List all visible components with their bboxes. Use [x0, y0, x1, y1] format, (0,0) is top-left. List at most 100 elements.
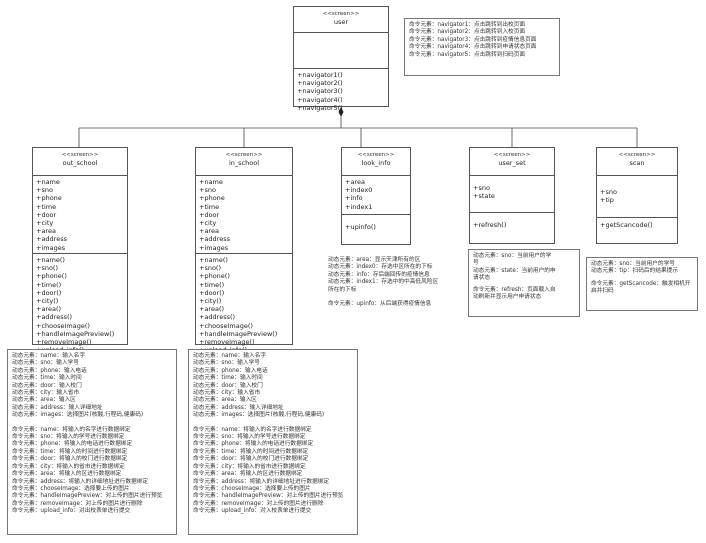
note-line: 命令元素：navigator5：点击跳转到扫码页面: [409, 51, 526, 58]
note-line: 动刷新并显示用户申请状态: [473, 294, 542, 301]
operation: +navigator4(): [297, 95, 343, 104]
note-line: 命令元素：name：将输入的名字进行数据绑定: [12, 426, 131, 433]
operation: +phone(): [199, 272, 230, 281]
class-header: <<screen>> in_school: [196, 148, 292, 176]
note-line: 命令元素：chooseImage：选择要上传的图片: [193, 485, 311, 492]
note-line: 命令元素：navigator2：点击跳转到入校页面: [409, 29, 526, 36]
operation: +phone(): [36, 272, 67, 281]
attributes-compartment: +sno +tip: [597, 176, 677, 218]
attribute: +door: [36, 210, 57, 219]
stereotype-label: <<screen>>: [322, 11, 360, 17]
stereotype-label: <<screen>>: [225, 152, 263, 158]
note-line: 命令元素：city：将输入的省市进行数据绑定: [193, 463, 306, 470]
class-look-info: <<screen>> look_info +area +index0 +info…: [341, 147, 411, 245]
operation: +sno(): [199, 264, 222, 273]
composition-diamond-icon: [338, 107, 344, 117]
operation: +address(): [199, 313, 236, 322]
attributes-compartment: +sno +state: [470, 176, 554, 213]
note-line: 动态元素：state：当前用户的申: [473, 267, 556, 274]
note-line: 动态元素：name：输入名字: [12, 353, 86, 359]
class-scan: <<screen>> scan +sno +tip +getScancode(): [596, 147, 678, 244]
attribute: +time: [199, 202, 220, 211]
note-line: 动态元素：door：输入校门: [193, 382, 263, 389]
operation: +door(): [199, 288, 225, 297]
note-line: 命令元素：upinfo：从后端获得疫情信息: [328, 301, 432, 308]
note-line: 启并扫码: [591, 288, 614, 295]
note-line: 动态元素：images：选择图片(核酸,行程码,健康码): [12, 412, 144, 419]
attribute: +sno: [36, 186, 53, 195]
note-line: 命令元素：address：将输入的详细地址进行数据绑定: [12, 478, 149, 485]
operation: +area(): [199, 305, 225, 314]
note-line: 动态元素：city：输入省市: [12, 390, 80, 397]
attribute: +name: [199, 178, 223, 186]
note-line: 命令元素：sno：将输入的学号进行数据绑定: [193, 434, 306, 441]
class-in-school: <<screen>> in_school +name +sno +phone +…: [195, 147, 293, 354]
note-line: 命令元素：refresh：页面载入自: [473, 286, 556, 293]
attribute: +sno: [199, 186, 216, 195]
note-line: 命令元素：sno：将输入的学号进行数据绑定: [12, 434, 125, 441]
class-name: scan: [629, 159, 645, 167]
note-line: 命令元素：handleImagePreview：对上传的图片进行预览: [12, 493, 163, 500]
note-line: 动态元素：sno：输入学号: [12, 360, 79, 367]
attribute: +images: [36, 243, 66, 252]
operation: +navigator3(): [297, 87, 343, 96]
attribute: +phone: [36, 194, 62, 203]
note-line: 动态元素：area：输入区: [12, 397, 76, 404]
note-line: 动态元素：index0：存选中区所在的下标: [328, 264, 433, 271]
note-line: 动态元素：sno：当前用户的学: [473, 253, 552, 259]
attribute: +name: [36, 178, 60, 186]
note-in-school: 动态元素：name：输入名字 动态元素：sno：输入学号 动态元素：phone：…: [188, 349, 358, 535]
operations-compartment: +name() +sno() +phone() +time() +door() …: [196, 254, 292, 356]
note-line: 命令元素：navigator4：点击跳转到申请状态页面: [409, 44, 537, 51]
class-header: <<screen>> scan: [597, 148, 677, 176]
operations-compartment: +navigator1() +navigator2() +navigator3(…: [294, 69, 388, 114]
note-line: 动态元素：address：输入详细地址: [12, 404, 103, 411]
note-line: 命令元素：time：将输入的时间进行数据绑定: [193, 448, 309, 455]
stereotype-label: <<screen>>: [61, 152, 99, 158]
note-line: 命令元素：removeImage：对上传的图片进行删除: [12, 500, 143, 507]
operation: +refresh(): [473, 221, 507, 229]
note-line: 命令元素：time：将输入的时间进行数据绑定: [12, 448, 128, 455]
note-line: 动态元素：tip：扫码后的结果提示: [591, 268, 679, 275]
attribute: +index1: [345, 202, 373, 211]
note-line: 动态元素：door：输入校门: [12, 382, 82, 389]
note-line: 动态元素：time：输入时间: [193, 375, 263, 382]
note-line: 动态元素：info：存后端回传的疫情信息: [328, 271, 430, 278]
attribute: +area: [199, 227, 219, 236]
attribute: +tip: [600, 196, 614, 205]
note-line: 所在的下标: [328, 286, 357, 293]
note-user-set: 动态元素：sno：当前用户的学 号 动态元素：state：当前用户的申 请状态 …: [468, 249, 580, 317]
note-line: 号: [473, 260, 479, 267]
attribute: +phone: [199, 194, 225, 203]
operation: +time(): [36, 280, 62, 289]
operations-compartment: +getScancode(): [597, 218, 677, 231]
stereotype-label: <<screen>>: [493, 152, 531, 158]
operation: +city(): [199, 297, 222, 306]
operation: +getScancode(): [600, 221, 653, 229]
class-header: <<screen>> user: [294, 7, 388, 33]
operation: +city(): [36, 297, 59, 306]
operation: +name(): [36, 256, 65, 264]
note-line: 命令元素：area：将输入的区进行数据绑定: [12, 471, 122, 478]
operation: +navigator5(): [297, 103, 343, 112]
attribute: +area: [345, 178, 365, 186]
note-line: 命令元素：upload_info：对出校表单进行提交: [12, 508, 131, 515]
note-line: 命令元素：name：将输入的名字进行数据绑定: [193, 426, 312, 433]
note-line: 请状态: [473, 275, 491, 282]
attribute: +address: [199, 235, 230, 244]
note-line: 命令元素：navigator3：点击跳转到疫情信息页面: [409, 36, 537, 43]
operation: +chooseImage(): [199, 321, 253, 330]
operation: +name(): [199, 256, 228, 264]
stereotype-label: <<screen>>: [618, 152, 656, 158]
note-line: 命令元素：door：将输入的校门进行数据绑定: [12, 456, 128, 463]
note-line: 动态元素：phone：输入电话: [193, 367, 268, 374]
class-header: <<screen>> user_set: [470, 148, 554, 176]
note-line: 命令元素：phone：将输入的电话进行数据绑定: [12, 441, 133, 448]
attribute: +city: [36, 219, 54, 228]
attribute: +sno: [473, 184, 490, 192]
note-look-info: 动态元素：area：显示天津所有的区 动态元素：index0：存选中区所在的下标…: [328, 257, 460, 308]
attribute: +area: [36, 227, 56, 236]
note-line: 命令元素：getScancode：触发相机开: [591, 280, 691, 287]
attribute: +sno: [600, 188, 617, 196]
